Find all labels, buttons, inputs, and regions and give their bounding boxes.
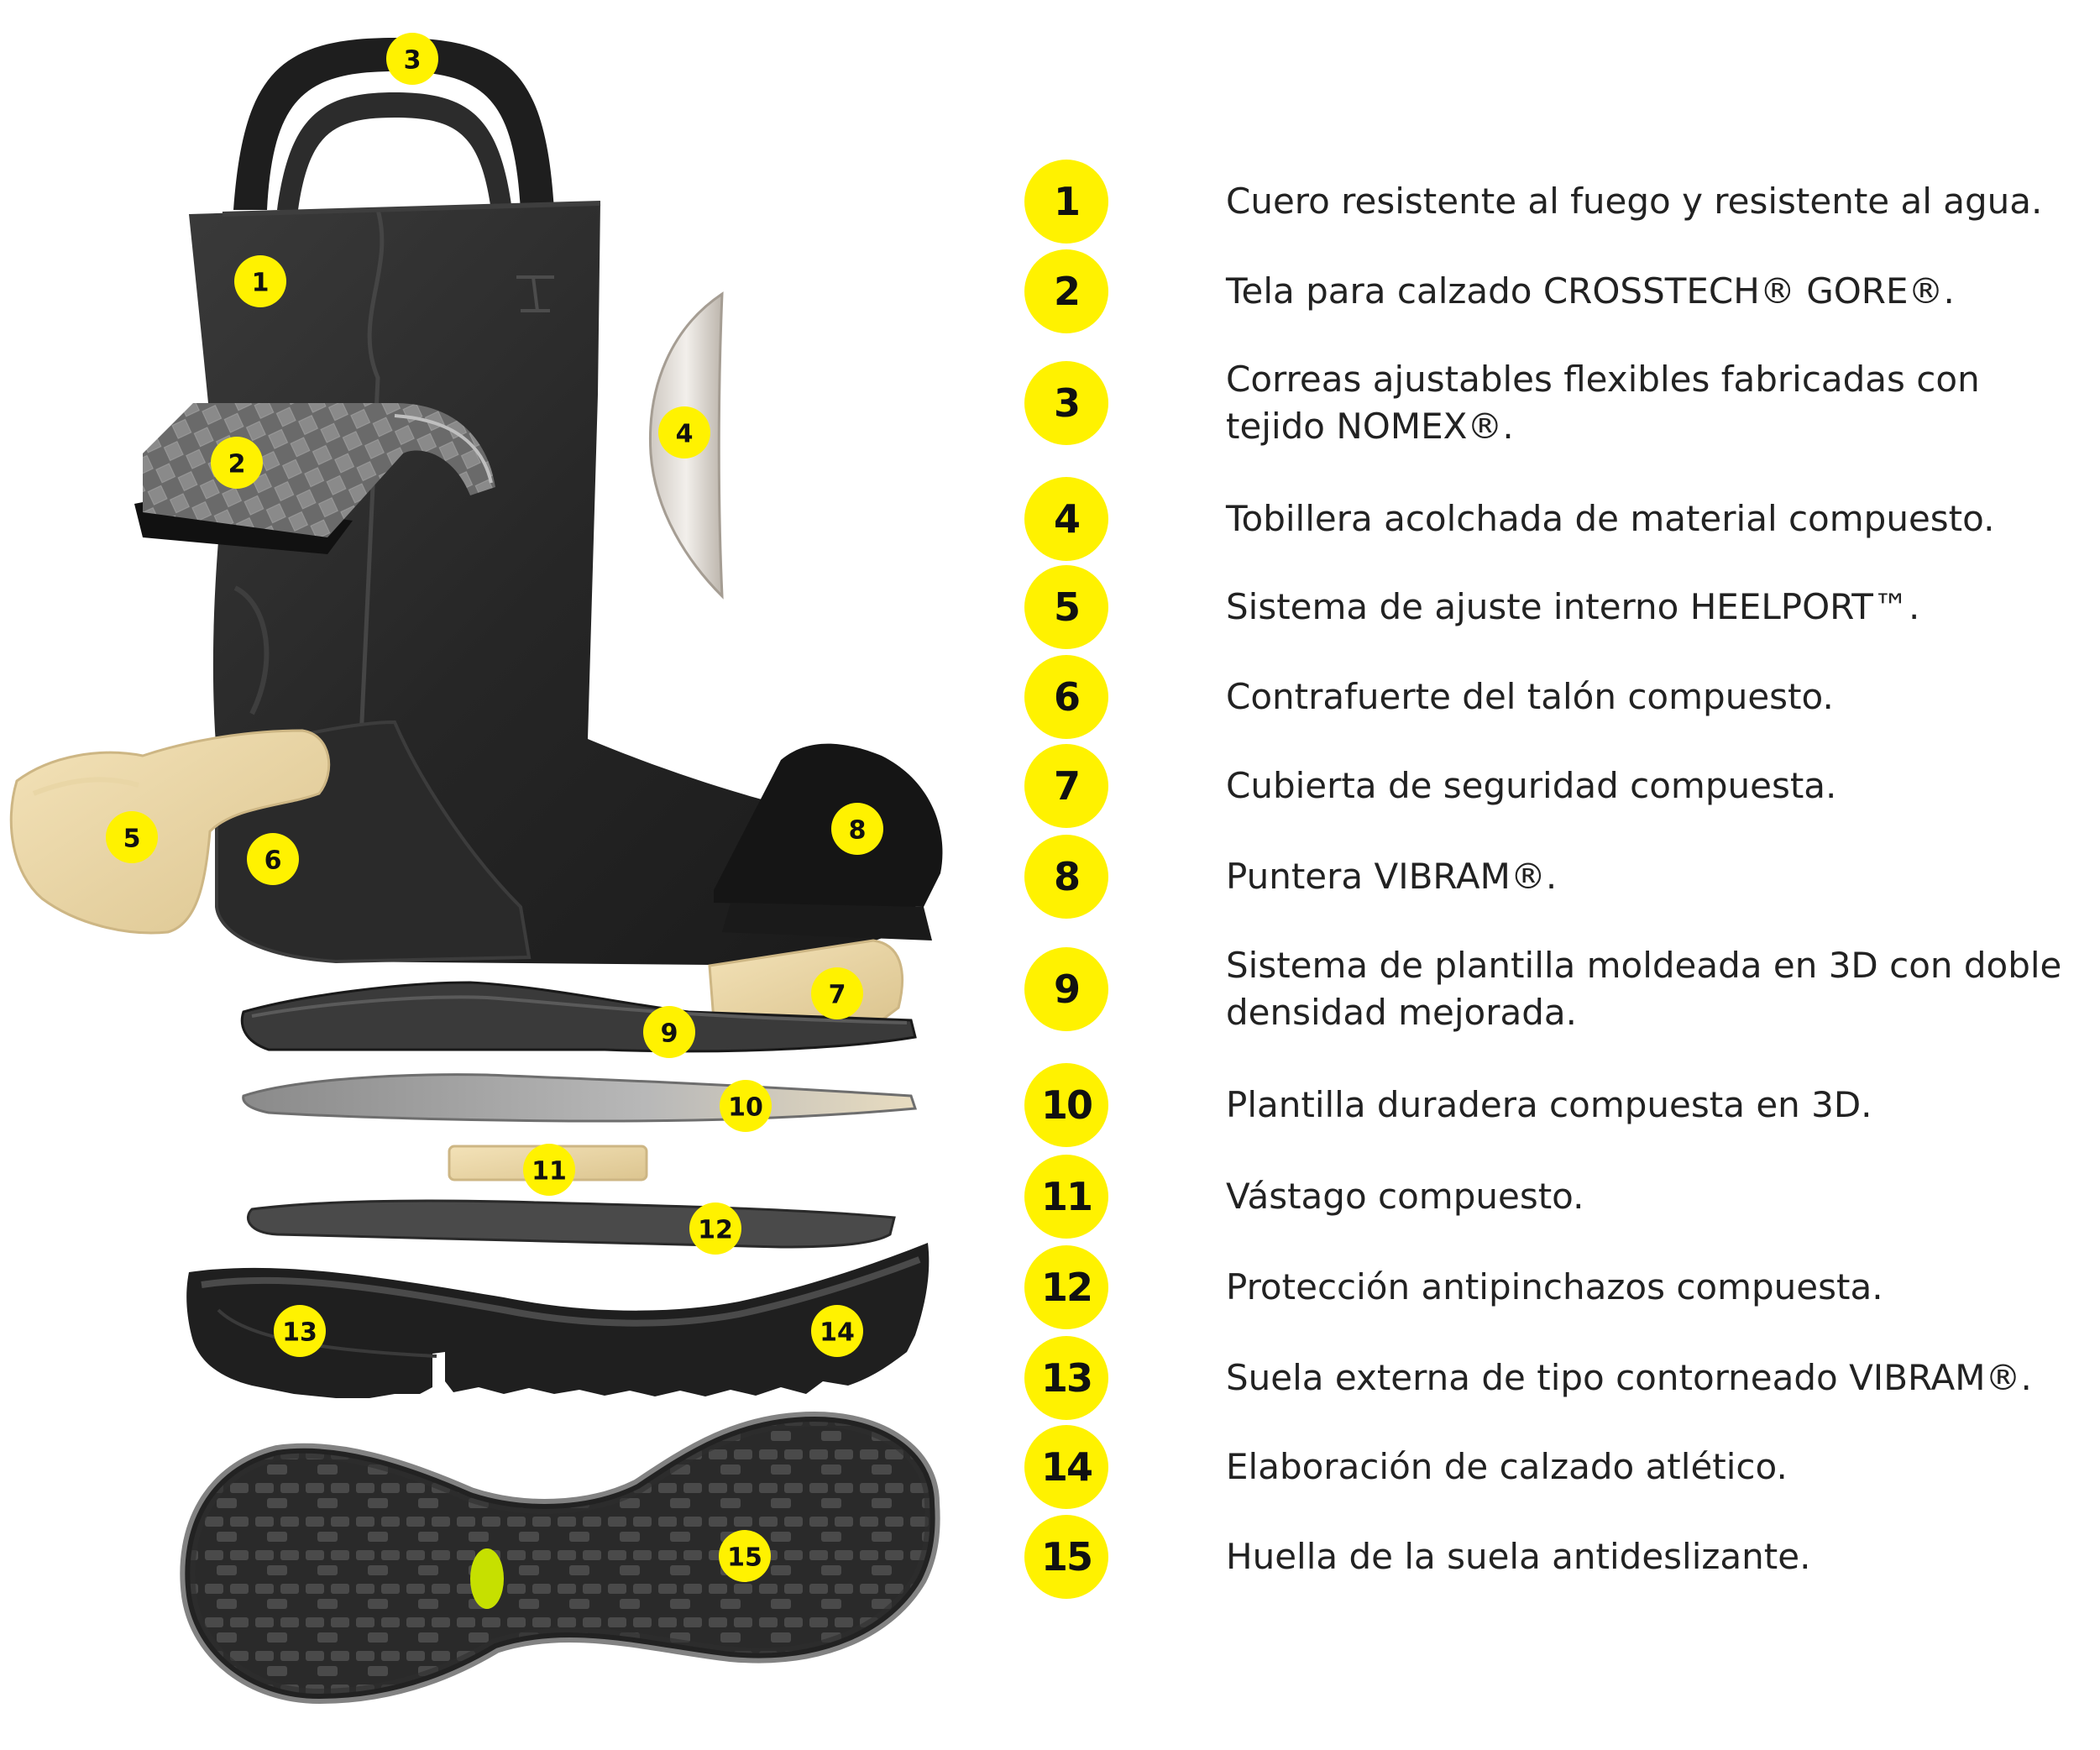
svg-text:8: 8 [849, 816, 867, 846]
marker-3: 3 [386, 33, 438, 85]
svg-text:15: 15 [727, 1543, 762, 1573]
marker-15: 15 [719, 1530, 771, 1582]
svg-text:6: 6 [264, 846, 282, 876]
marker-5: 5 [106, 811, 158, 863]
svg-text:1: 1 [252, 269, 270, 298]
legend-text-1: Cuero resistente al fuego y resistente a… [1226, 181, 2043, 222]
legend-text-12: Protección antipinchazos compuesta. [1226, 1266, 1883, 1307]
svg-text:11: 11 [532, 1157, 567, 1187]
legend-item-3: 3 Correas ajustables flexibles fabricada… [1024, 356, 2082, 450]
pull-straps [233, 38, 554, 210]
legend-item-8: 8 Puntera VIBRAM®. [1024, 835, 2082, 919]
marker-12: 12 [689, 1202, 741, 1255]
svg-text:14: 14 [820, 1318, 855, 1348]
legend-item-13: 13 Suela externa de tipo contorneado VIB… [1024, 1336, 2082, 1420]
legend-badge-10: 10 [1024, 1063, 1108, 1147]
marker-4: 4 [658, 406, 710, 458]
svg-text:9: 9 [661, 1019, 678, 1049]
legend-badge-11: 11 [1024, 1155, 1108, 1239]
outsole-profile [186, 1243, 930, 1398]
legend-badge-2: 2 [1024, 249, 1108, 333]
svg-text:2: 2 [228, 450, 246, 479]
legend-badge-6: 6 [1024, 655, 1108, 739]
svg-text:12: 12 [698, 1216, 733, 1245]
molded-footbed [240, 981, 917, 1053]
legend-text-15: Huella de la suela antideslizante. [1226, 1536, 1811, 1577]
legend-item-15: 15 Huella de la suela antideslizante. [1024, 1515, 2082, 1599]
legend-text-6: Contrafuerte del talón compuesto. [1226, 676, 1834, 717]
legend-badge-15: 15 [1024, 1515, 1108, 1599]
legend-badge-14: 14 [1024, 1425, 1108, 1509]
marker-7: 7 [811, 967, 863, 1019]
legend-text-11: Vástago compuesto. [1226, 1176, 1584, 1217]
puncture-protection-plate [247, 1199, 896, 1249]
crosstech-fabric [134, 403, 495, 554]
legend-item-2: 2 Tela para calzado CROSSTECH® GORE®. [1024, 249, 2082, 333]
marker-13: 13 [274, 1305, 326, 1357]
legend-text-3: Correas ajustables flexibles fabricadas … [1226, 359, 1980, 447]
marker-2: 2 [211, 437, 263, 489]
outsole-tread [180, 1411, 940, 1705]
legend-text-13: Suela externa de tipo contorneado VIBRAM… [1226, 1357, 2032, 1398]
svg-text:13: 13 [282, 1318, 317, 1348]
legend-text-5: Sistema de ajuste interno HEELPORT™. [1226, 586, 1920, 627]
legend-badge-8: 8 [1024, 835, 1108, 919]
legend-badge-13: 13 [1024, 1336, 1108, 1420]
legend-badge-7: 7 [1024, 744, 1108, 828]
legend-item-9: 9 Sistema de plantilla moldeada en 3D co… [1024, 942, 2082, 1036]
marker-11: 11 [523, 1144, 575, 1196]
legend-badge-3: 3 [1024, 361, 1108, 445]
vibram-toe-cap [714, 743, 943, 940]
legend-item-14: 14 Elaboración de calzado atlético. [1024, 1425, 2082, 1509]
marker-1: 1 [234, 255, 286, 307]
legend-badge-12: 12 [1024, 1245, 1108, 1329]
legend-text-14: Elaboración de calzado atlético. [1226, 1446, 1788, 1487]
legend-item-10: 10 Plantilla duradera compuesta en 3D. [1024, 1063, 2082, 1147]
svg-text:3: 3 [404, 46, 422, 76]
heelport-insert [9, 729, 331, 935]
legend-badge-4: 4 [1024, 477, 1108, 561]
legend-item-12: 12 Protección antipinchazos compuesta. [1024, 1245, 2082, 1329]
svg-text:5: 5 [123, 825, 141, 854]
legend-item-7: 7 Cubierta de seguridad compuesta. [1024, 744, 2082, 828]
legend-badge-5: 5 [1024, 565, 1108, 649]
component-legend: 1 Cuero resistente al fuego y resistente… [1024, 0, 2082, 1750]
legend-text-2: Tela para calzado CROSSTECH® GORE®. [1226, 270, 1955, 312]
svg-text:4: 4 [676, 420, 694, 449]
svg-text:10: 10 [728, 1093, 763, 1123]
legend-item-1: 1 Cuero resistente al fuego y resistente… [1024, 160, 2082, 244]
legend-badge-1: 1 [1024, 160, 1108, 244]
legend-item-11: 11 Vástago compuesto. [1024, 1155, 2082, 1239]
marker-8: 8 [831, 803, 883, 855]
legend-text-8: Puntera VIBRAM®. [1226, 856, 1558, 897]
composite-insole [242, 1073, 918, 1123]
marker-10: 10 [720, 1080, 772, 1132]
legend-item-5: 5 Sistema de ajuste interno HEELPORT™. [1024, 565, 2082, 649]
legend-badge-9: 9 [1024, 947, 1108, 1031]
marker-6: 6 [247, 833, 299, 885]
legend-item-4: 4 Tobillera acolchada de material compue… [1024, 477, 2082, 561]
boot-exploded-illustration: 3 1 2 4 5 6 8 7 9 10 11 12 [9, 33, 943, 1705]
svg-text:7: 7 [829, 981, 846, 1010]
marker-14: 14 [811, 1305, 863, 1357]
legend-text-7: Cubierta de seguridad compuesta. [1226, 765, 1837, 806]
marker-9: 9 [643, 1006, 695, 1058]
legend-text-4: Tobillera acolchada de material compuest… [1226, 498, 1995, 539]
legend-item-6: 6 Contrafuerte del talón compuesto. [1024, 655, 2082, 739]
legend-text-10: Plantilla duradera compuesta en 3D. [1226, 1084, 1872, 1125]
legend-text-9: Sistema de plantilla moldeada en 3D con … [1226, 945, 2062, 1033]
